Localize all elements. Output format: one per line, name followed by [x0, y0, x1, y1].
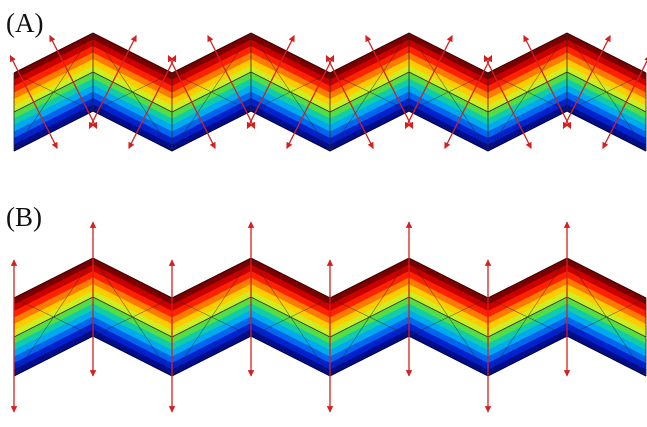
double-arrow	[207, 35, 256, 129]
double-arrow	[128, 55, 177, 149]
double-arrow	[9, 55, 58, 149]
panel-b-arrows	[10, 221, 571, 413]
panel-b: (B)	[6, 202, 647, 413]
double-arrow	[325, 55, 374, 149]
panel-b-label: (B)	[6, 202, 42, 232]
double-arrow	[404, 35, 453, 129]
double-arrow	[523, 35, 572, 129]
double-arrow	[602, 55, 647, 149]
panel-a-arrows	[9, 35, 647, 149]
mesh-diagonal	[92, 297, 173, 337]
double-arrow	[365, 35, 414, 129]
mesh-diagonal	[566, 297, 647, 337]
mesh-diagonal	[13, 257, 94, 377]
double-arrow	[167, 55, 216, 149]
mesh-diagonal	[487, 257, 568, 377]
mesh-diagonal	[250, 297, 331, 337]
panel-a-label: (A)	[6, 8, 43, 38]
mesh-diagonal	[408, 297, 489, 337]
panel-a: (A)	[6, 8, 647, 152]
mesh-diagonal	[329, 257, 410, 377]
double-arrow	[246, 35, 295, 129]
mesh-diagonal	[171, 257, 252, 377]
double-arrow	[49, 35, 98, 129]
double-arrow	[444, 55, 493, 149]
double-arrow	[88, 35, 137, 129]
double-arrow	[562, 35, 611, 129]
panel-b-mesh	[13, 257, 647, 377]
double-arrow	[286, 55, 335, 149]
double-arrow	[483, 55, 532, 149]
